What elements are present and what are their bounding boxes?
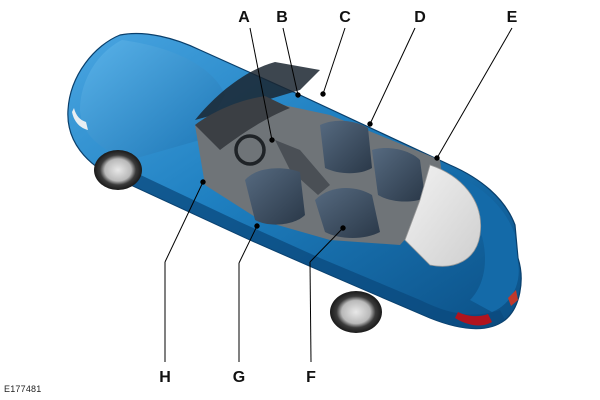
lower-side-panel — [120, 170, 505, 329]
leader-line-g-elbow — [238, 225, 258, 264]
leader-dot-e — [434, 155, 440, 161]
leader-line-h-elbow — [164, 181, 204, 263]
front-wheel — [94, 150, 142, 190]
callout-c: C — [339, 9, 351, 26]
hood-panel — [80, 40, 225, 160]
rear-marker-light — [508, 290, 518, 306]
rear-deck-cover — [404, 164, 482, 267]
rear-wheel — [330, 291, 382, 333]
rear-quarter — [440, 168, 519, 312]
callout-a: A — [238, 9, 250, 26]
leader-dot-a — [269, 137, 275, 143]
leader-dot-c — [320, 91, 326, 97]
callout-h: H — [159, 369, 171, 386]
leader-line-c — [322, 27, 346, 95]
cabin — [195, 62, 482, 267]
tail-light — [455, 312, 492, 326]
headlight — [72, 108, 88, 130]
callout-d: D — [414, 9, 426, 26]
leader-line-d — [369, 27, 416, 125]
rear-seat-right — [372, 148, 425, 202]
leader-dot-f — [340, 225, 346, 231]
front-left-seat — [245, 168, 305, 225]
callout-b: B — [276, 9, 288, 26]
callout-f: F — [306, 369, 316, 386]
callout-e: E — [507, 9, 518, 26]
leader-dot-h — [200, 179, 206, 185]
callout-g: G — [233, 369, 245, 386]
leader-line-a — [249, 27, 273, 141]
leader-dot-d — [367, 121, 373, 127]
leader-line-f-elbow — [309, 227, 344, 263]
leader-line-f — [309, 261, 312, 363]
leader-dot-g — [254, 223, 260, 229]
figure-id: E177481 — [4, 384, 42, 394]
callout-labels: A B C D E F G H — [159, 9, 517, 386]
rear-seat-left — [315, 188, 380, 238]
front-right-seat — [320, 120, 372, 174]
leader-line-b — [282, 27, 299, 96]
leader-dot-b — [295, 92, 301, 98]
windshield-frame — [195, 62, 320, 120]
leader-lines — [164, 27, 513, 363]
wheels — [94, 150, 382, 333]
steering-wheel — [234, 134, 266, 166]
center-console — [275, 140, 330, 195]
leader-line-e — [436, 27, 513, 159]
